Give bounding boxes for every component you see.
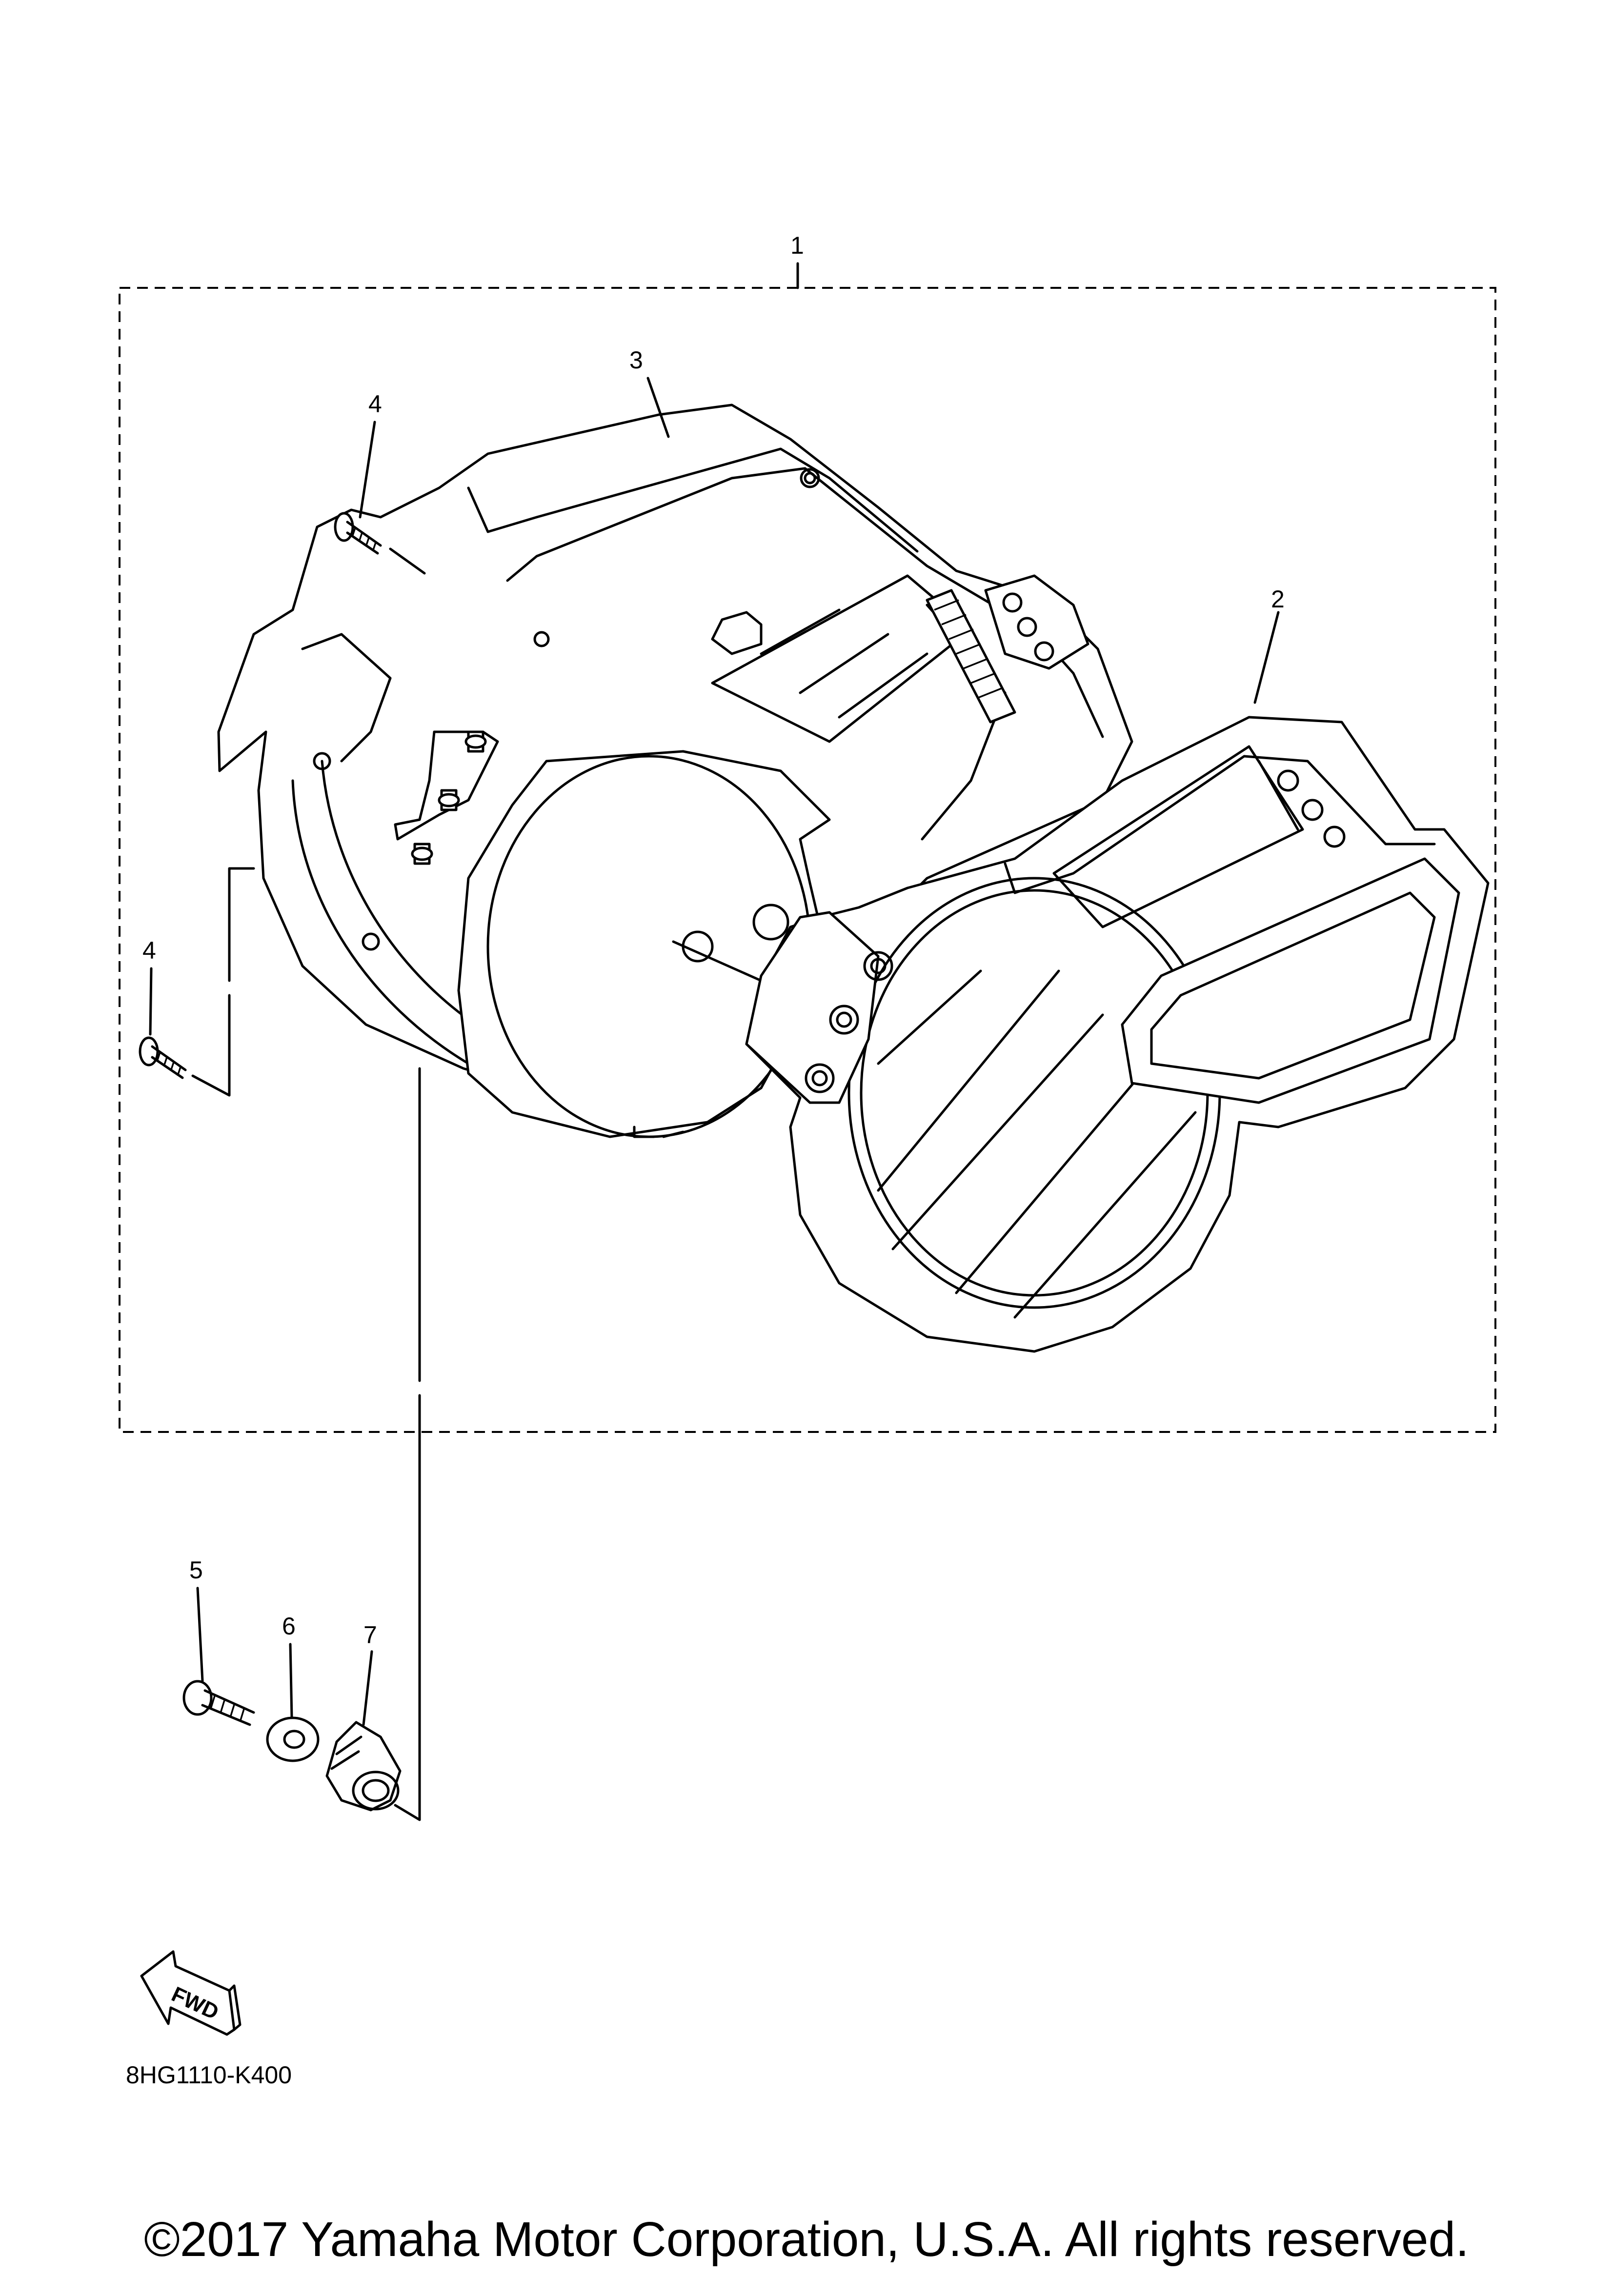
fwd-arrow-icon: FWD (140, 1950, 242, 2036)
copyright-notice: ©2017 Yamaha Motor Corporation, U.S.A. A… (144, 2212, 1469, 2267)
callout-2: 2 (1271, 585, 1285, 613)
gauge-dial-plate (457, 750, 831, 1138)
callout-6: 6 (282, 1612, 296, 1640)
terminal-pins (411, 730, 487, 865)
callout-leaders (149, 262, 1280, 1726)
part-4-screw-upper (334, 512, 426, 575)
part-4-screw-lower (139, 867, 255, 1097)
assembly-boundary (119, 287, 1496, 1433)
callout-5: 5 (189, 1556, 203, 1584)
leader-line-grommet (394, 1067, 421, 1821)
callout-7: 7 (363, 1621, 377, 1649)
part-2-meter-cover (745, 716, 1490, 1353)
callout-4-upper: 4 (368, 390, 382, 418)
part-5-screw (182, 1680, 255, 1726)
callout-3: 3 (629, 346, 643, 374)
diagram-code: 8HG1110-K400 (126, 2061, 292, 2089)
callout-1: 1 (790, 232, 804, 259)
callout-4-lower: 4 (142, 937, 156, 964)
part-6-collar (266, 1716, 320, 1762)
part-7-grommet (325, 1721, 402, 1812)
